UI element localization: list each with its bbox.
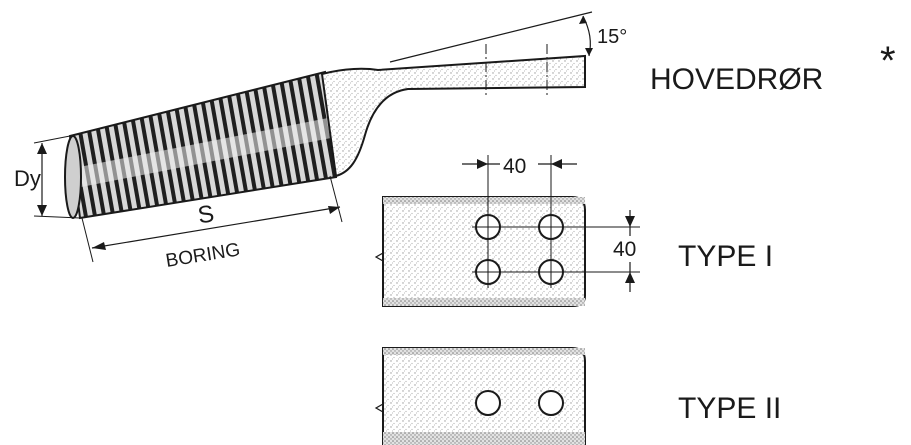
dy-dimension: Dy [14,135,81,219]
type-two-label: TYPE II [678,392,781,425]
hole-spacing-vertical: 40 [613,238,636,261]
s-dimension: S BORING [81,175,343,272]
break-line [374,403,384,413]
asterisk-mark: * [880,39,896,83]
angle-annotation: 15° [389,11,627,63]
angle-label: 15° [597,26,627,48]
plate-outline [382,196,586,307]
thread-highlight [74,118,331,188]
main-title: HOVEDRØR [650,63,823,96]
dy-label: Dy [14,166,41,191]
plate-holes [472,211,567,288]
bar-neck [320,54,586,178]
type-two-plate [374,347,586,445]
s-label: S [196,200,216,229]
bar-end-face [64,135,82,219]
type-one-plate: 40 40 [374,152,646,307]
boring-label: BORING [164,239,241,271]
break-line [374,252,384,262]
threaded-bar [64,44,586,220]
type-one-label: TYPE I [678,240,773,273]
hole-spacing-horizontal: 40 [503,155,526,178]
